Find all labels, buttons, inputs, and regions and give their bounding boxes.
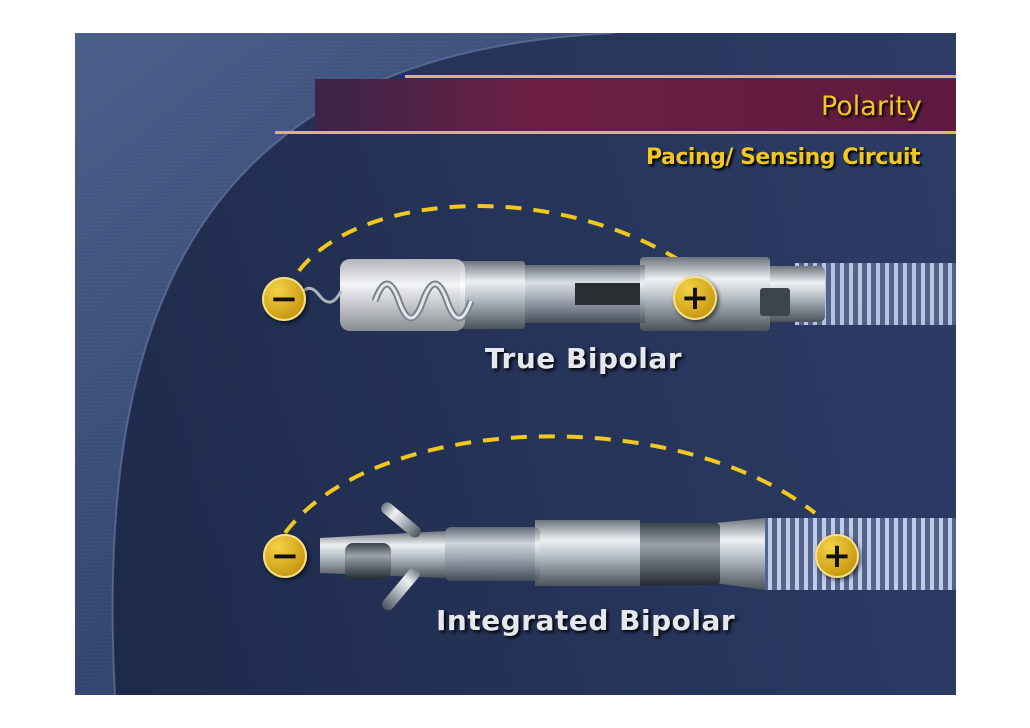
plus-icon: + [680,278,710,318]
true-bipolar-label: True Bipolar [485,342,683,375]
minus-icon: − [270,536,300,576]
minus-icon: − [269,279,299,319]
integrated-bipolar-positive-pole: + [815,534,859,578]
integrated-bipolar-negative-pole: − [263,534,307,578]
slide-title: Polarity [820,91,922,122]
true-bipolar-negative-pole: − [262,277,306,321]
plus-icon: + [822,536,852,576]
slide: Polarity Pacing/ Sensing Circuit − + Tru… [75,33,956,695]
slide-artwork [75,33,956,695]
slide-subtitle: Pacing/ Sensing Circuit [646,145,921,170]
true-bipolar-positive-pole: + [673,276,717,320]
integrated-bipolar-label: Integrated Bipolar [436,604,736,637]
